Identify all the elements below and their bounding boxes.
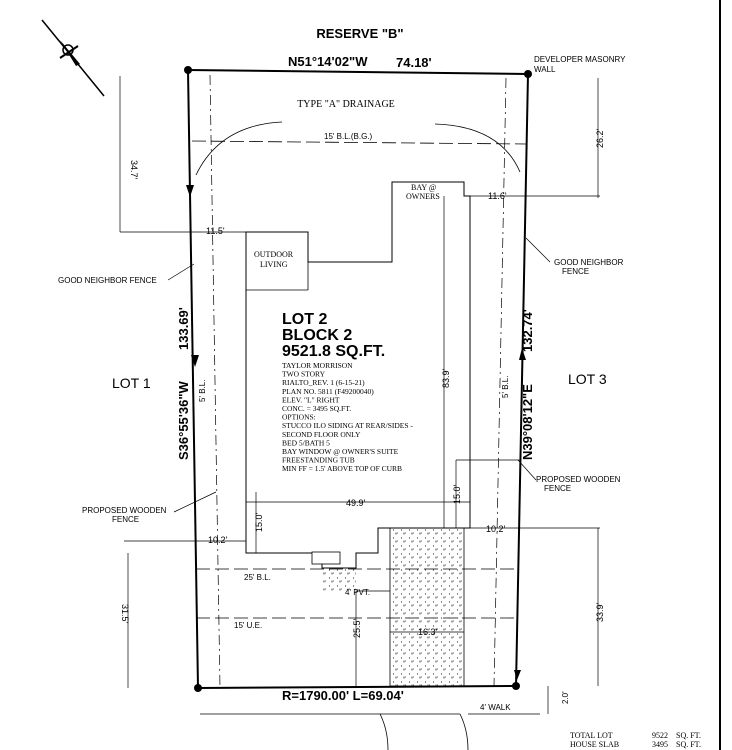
- plan-note-line: ELEV. "L" RIGHT: [282, 395, 340, 404]
- lot-title-2: BLOCK 2: [282, 327, 352, 344]
- side-bl-left: 5' B.L.: [198, 380, 207, 402]
- porch-step: [311, 551, 341, 565]
- good-neighbor-right-2: FENCE: [562, 267, 589, 276]
- lot-title-3: 9521.8 SQ.FT.: [282, 343, 385, 360]
- left-line-arrow: [191, 355, 199, 367]
- corner-pin-sw: [194, 684, 202, 692]
- ue-label: 15' U.E.: [234, 621, 262, 630]
- left-line-arrow: [186, 185, 194, 197]
- developer-wall-line2: WALL: [534, 65, 556, 74]
- side-bl-right: 5' B.L.: [501, 376, 510, 398]
- right-bearing: N39°08'12"E: [520, 384, 535, 460]
- top-distance: 74.18': [396, 55, 432, 70]
- house-slab-value: 3495: [652, 740, 668, 749]
- dim-34-7: 34.7': [129, 160, 139, 180]
- proposed-fence-right-2: FENCE: [544, 484, 571, 493]
- lot-title-1: LOT 2: [282, 311, 327, 328]
- front-walk-area: [322, 569, 356, 591]
- dim-16-3: 16.3': [418, 627, 438, 637]
- dim-11-6: 11.6': [488, 191, 507, 201]
- dim-83-9: 83.9': [441, 368, 451, 388]
- dim-25-5: 25.5': [352, 618, 362, 638]
- north-arrow-icon: [41, 19, 105, 97]
- dim-10-2-right: 10.2': [486, 524, 506, 534]
- side-setback-left: [209, 74, 221, 689]
- right-line-arrow: [514, 670, 521, 680]
- proposed-fence-right-1: PROPOSED WOODEN: [536, 475, 621, 484]
- rear-bl-label: 15' B.L.(B.G.): [324, 132, 373, 141]
- dim-26-2: 26.2': [595, 128, 605, 148]
- house-slab-unit: SQ. FT.: [676, 740, 701, 749]
- proposed-fence-left-2: FENCE: [112, 515, 139, 524]
- bay-label-2: OWNERS: [406, 192, 440, 201]
- dim-15-0-right: 15.0': [452, 484, 462, 504]
- plan-note-line: STUCCO ILO SIDING AT REAR/SIDES -: [282, 421, 413, 430]
- dim-15-0-left: 15.0': [254, 512, 264, 532]
- lot-1-label: LOT 1: [112, 375, 151, 391]
- outdoor-label-2: LIVING: [260, 260, 288, 269]
- plan-note-line: BED 5/BATH 5: [282, 438, 330, 447]
- dim-2-0: 2.0': [561, 691, 570, 704]
- drainage-label: TYPE "A" DRAINAGE: [297, 99, 395, 110]
- plan-note-line: SECOND FLOOR ONLY: [282, 430, 361, 439]
- plan-note-line: FREESTANDING TUB: [282, 456, 355, 465]
- left-property-line: [187, 69, 199, 689]
- good-neighbor-left-label: GOOD NEIGHBOR FENCE: [58, 276, 157, 285]
- dim-11-5: 11.5': [206, 226, 225, 236]
- bay-label-1: BAY @: [411, 183, 436, 192]
- plan-note-line: RIALTO_REV. 1 (6-15-21): [282, 378, 365, 387]
- dim-49-9: 49.9': [346, 498, 366, 508]
- house-slab-label: HOUSE SLAB: [570, 740, 619, 749]
- plan-note-line: TAYLOR MORRISON: [282, 361, 353, 370]
- dim-33-9: 33.9': [595, 602, 605, 622]
- totals-table: TOTAL LOT 9522 SQ. FT. HOUSE SLAB 3495 S…: [570, 731, 701, 749]
- left-bearing: S36°55'36"W: [176, 380, 191, 460]
- right-property-line: [515, 73, 529, 687]
- curve-data: R=1790.00' L=69.04': [282, 688, 404, 703]
- drainage-swale-left: [195, 121, 283, 176]
- right-line-arrow: [519, 348, 526, 360]
- plan-note-line: TWO STORY: [282, 370, 326, 379]
- plan-note-line: PLAN NO. 5811 (F49200040): [282, 387, 374, 396]
- corner-pin-se: [512, 682, 520, 690]
- outdoor-label-1: OUTDOOR: [254, 250, 294, 259]
- drainage-swale-right: [434, 123, 521, 173]
- front-bl-label: 25' B.L.: [244, 573, 271, 582]
- pvt-label: 4' PVT.: [345, 588, 370, 597]
- top-bearing: N51°14'02"W: [288, 54, 368, 69]
- proposed-fence-left-1: PROPOSED WOODEN: [82, 506, 167, 515]
- good-neighbor-right-leader: [525, 237, 551, 263]
- total-lot-label: TOTAL LOT: [570, 731, 613, 740]
- house-footprint: [245, 181, 471, 569]
- dim-10-2-left: 10.2': [208, 535, 228, 545]
- total-lot-value: 9522: [652, 731, 668, 740]
- left-distance: 133.69': [176, 307, 191, 350]
- plan-note-line: CONC. = 3495 SQ.FT.: [282, 404, 351, 413]
- good-neighbor-left-leader: [167, 263, 195, 281]
- rear-property-line: [187, 69, 529, 75]
- reserve-title: RESERVE "B": [316, 26, 403, 41]
- proposed-fence-right-leader: [517, 459, 537, 481]
- driveway: [389, 527, 465, 687]
- rear-building-line: [191, 140, 527, 145]
- dim-31-5: 31.5': [120, 604, 130, 624]
- developer-wall-line1: DEVELOPER MASONRY: [534, 55, 626, 64]
- plan-note-line: OPTIONS:: [282, 413, 316, 422]
- side-setback-right: [493, 77, 507, 687]
- good-neighbor-right-1: GOOD NEIGHBOR: [554, 258, 624, 267]
- right-distance: 132.74': [520, 309, 535, 352]
- proposed-fence-left-leader: [173, 491, 217, 513]
- plan-note-line: MIN FF = 1.5' ABOVE TOP OF CURB: [282, 464, 402, 473]
- walk-curve-left: [379, 713, 389, 750]
- plan-note-line: BAY WINDOW @ OWNER'S SUITE: [282, 447, 399, 456]
- walk-curve-right: [459, 713, 469, 750]
- walk-label: 4' WALK: [480, 703, 511, 712]
- total-lot-unit: SQ. FT.: [676, 731, 701, 740]
- lot-3-label: LOT 3: [568, 371, 607, 387]
